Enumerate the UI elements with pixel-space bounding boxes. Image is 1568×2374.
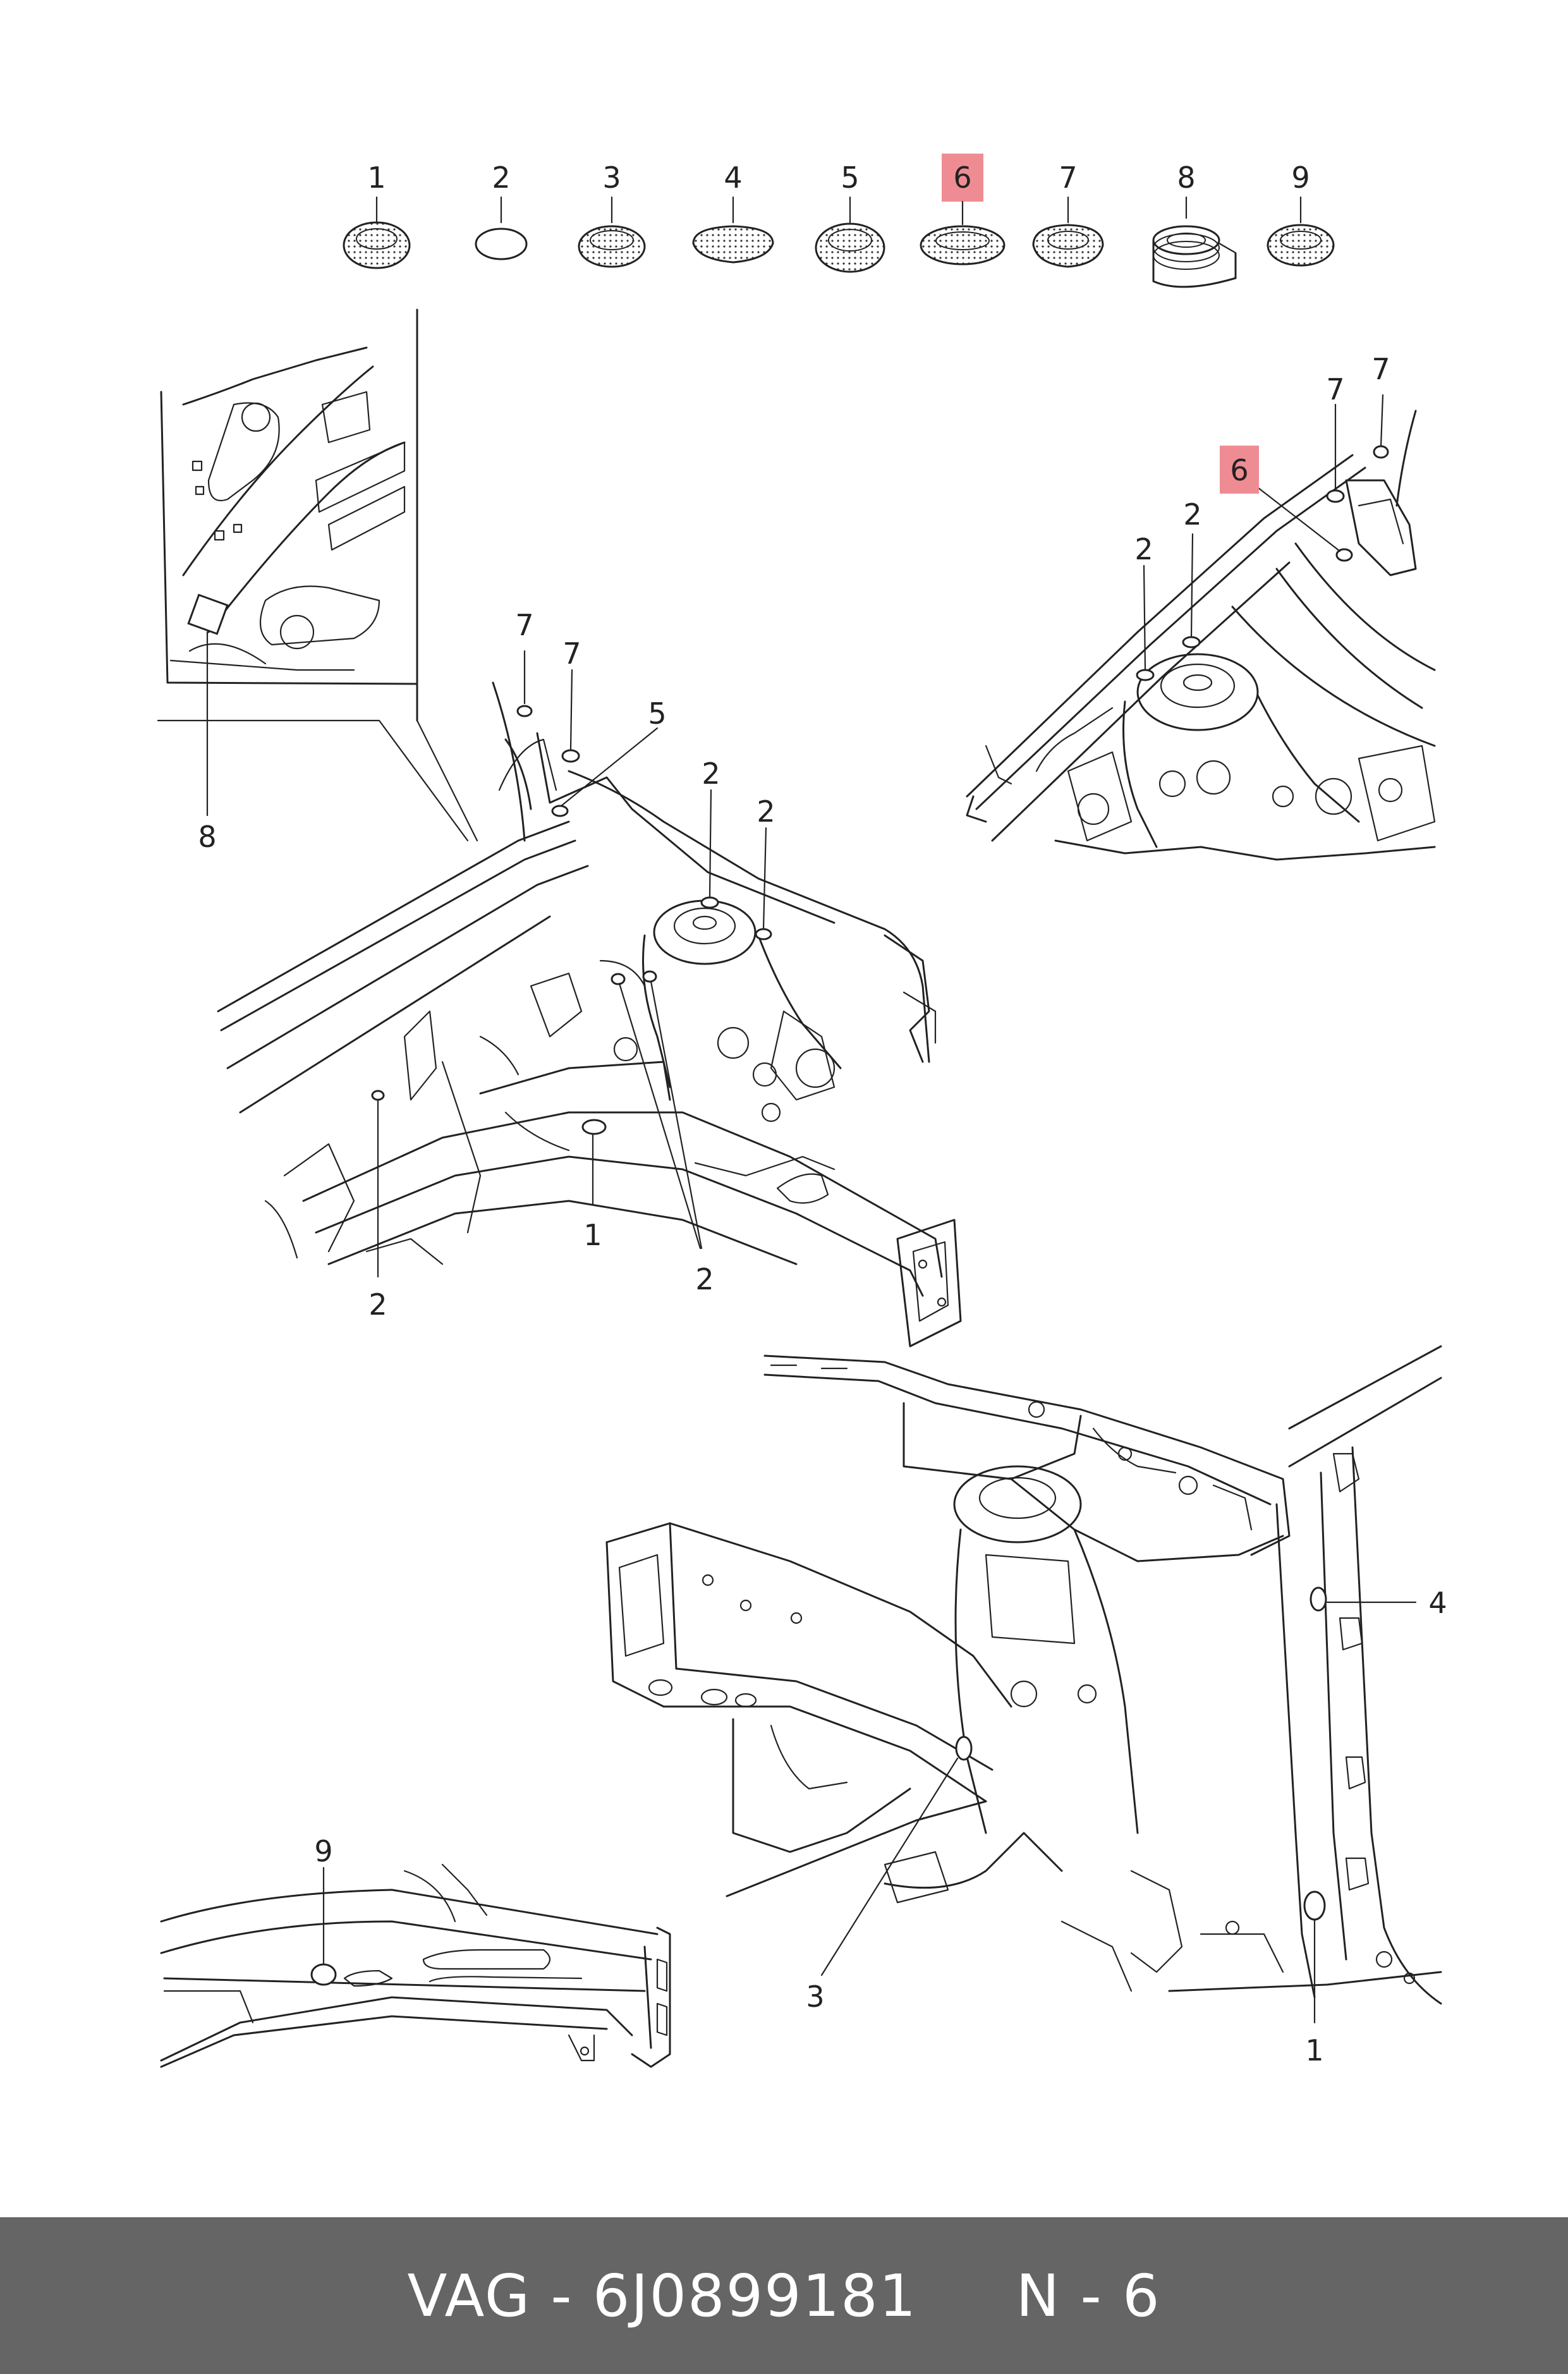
legend-item-1: 1: [343, 161, 411, 269]
view-e-sill-detail: 9: [160, 1834, 671, 2068]
legend-number-3: 3: [602, 161, 621, 195]
callout-b-7a: 7: [515, 608, 533, 642]
callout-c-7b: 7: [1371, 352, 1390, 386]
hole-marker: [371, 1090, 385, 1101]
part-number-caption: VAG - 6J0899181 N - 6: [407, 2261, 1161, 2330]
view-a-wheelhouse-detail: 8: [157, 308, 478, 854]
legend-item-5: 5: [815, 161, 885, 273]
legend-number-9: 9: [1291, 161, 1310, 195]
grommet-1-icon: [343, 221, 411, 269]
legend-number-4: 4: [724, 161, 742, 195]
hole-marker: [1326, 489, 1345, 503]
hole-marker: [561, 749, 580, 763]
callout-b-2c: 2: [695, 1262, 714, 1296]
callout-b-2d: 2: [368, 1287, 387, 1322]
legend-highlight-6: [942, 154, 983, 202]
callout-d-3: 3: [806, 1980, 824, 2014]
parts-legend: 1 2 3 4 5: [343, 154, 1335, 288]
callout-c-7a: 7: [1326, 372, 1344, 406]
callout-c-6-highlight: [1220, 446, 1259, 494]
hole-marker: [1310, 1586, 1327, 1612]
callout-e-9: 9: [314, 1834, 332, 1868]
grommet-5-icon: [815, 222, 885, 273]
hole-marker: [1303, 1890, 1326, 1921]
legend-number-7: 7: [1059, 161, 1077, 195]
callout-b-1: 1: [583, 1218, 602, 1252]
legend-number-6: 6: [953, 161, 971, 195]
callout-b-2a: 2: [702, 757, 720, 791]
view-c-strut-tower: 7 7 6 2 2: [966, 352, 1436, 861]
hole-marker: [1335, 548, 1353, 562]
legend-item-8: 8: [1152, 161, 1237, 288]
legend-item-7: 7: [1032, 161, 1104, 268]
legend-number-5: 5: [841, 161, 859, 195]
callout-b-2b: 2: [757, 794, 775, 829]
legend-item-2: 2: [475, 161, 528, 260]
callout-a-8: 8: [198, 820, 216, 854]
legend-item-4: 4: [692, 161, 774, 264]
hole-marker: [551, 805, 569, 817]
hole-marker: [581, 1119, 607, 1135]
parts-diagram: 1 2 3 4 5: [157, 154, 1447, 2068]
callout-d-1: 1: [1305, 2033, 1323, 2067]
adhesive-tape-roll-8-icon: [1152, 225, 1237, 288]
plug-4-icon: [692, 225, 774, 264]
callout-b-5: 5: [648, 697, 666, 731]
tape-patch-marker: [187, 594, 229, 635]
legend-item-9: 9: [1267, 161, 1335, 267]
callout-c-6: 6: [1230, 453, 1248, 487]
callout-b-7b: 7: [562, 636, 581, 671]
hole-marker: [642, 970, 657, 983]
legend-number-8: 8: [1177, 161, 1195, 195]
legend-item-3: 3: [578, 161, 646, 268]
hole-marker: [700, 896, 719, 909]
callout-d-4: 4: [1428, 1586, 1447, 1620]
view-b-front-structure: 7 7 5 2 2 1 2 2: [217, 608, 962, 1348]
view-d-rear-structure: 4 3 1: [605, 1345, 1447, 2067]
hole-marker: [1373, 445, 1389, 459]
legend-item-6: 6: [920, 154, 1006, 265]
seal-ring-2-icon: [475, 228, 528, 260]
legend-number-1: 1: [367, 161, 386, 195]
hole-marker: [516, 705, 533, 717]
grommet-3-icon: [578, 225, 646, 268]
hole-marker: [955, 1736, 973, 1761]
hole-marker: [611, 973, 626, 985]
hole-marker: [755, 928, 772, 940]
footer-bar: VAG - 6J0899181 N - 6: [0, 2217, 1568, 2374]
callout-c-2a: 2: [1183, 497, 1201, 532]
hole-marker: [1182, 636, 1201, 648]
hole-marker: [1136, 669, 1155, 681]
hole-marker: [310, 1963, 337, 1986]
legend-number-2: 2: [492, 161, 510, 195]
callout-c-2b: 2: [1134, 532, 1153, 566]
